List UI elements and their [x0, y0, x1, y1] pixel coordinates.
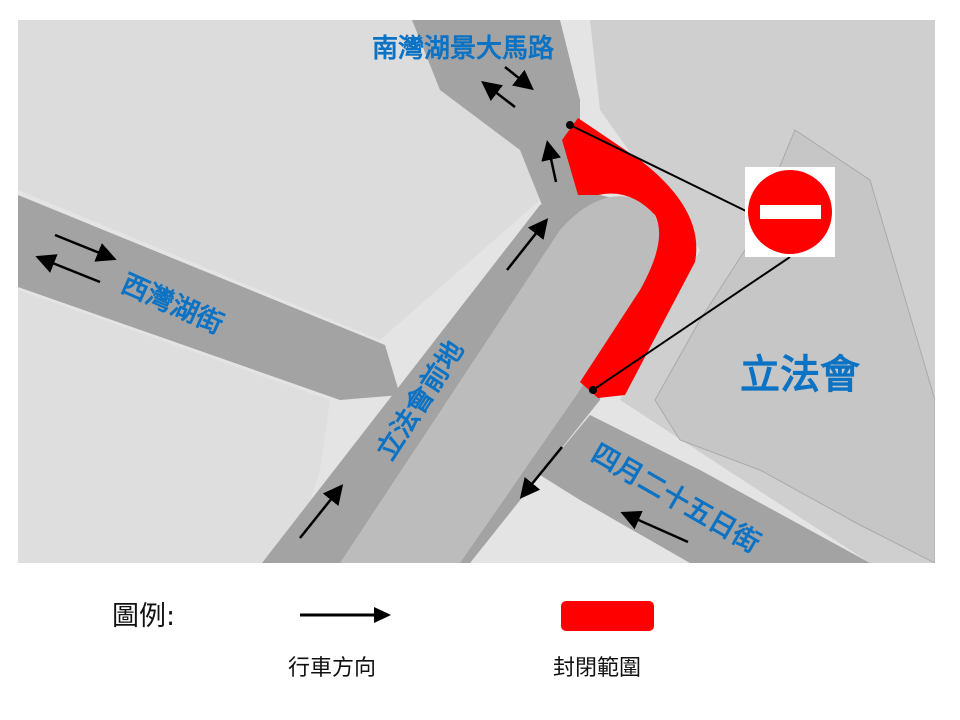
no-entry-sign-icon: [745, 167, 835, 257]
road-southeast: [540, 415, 870, 563]
arrow-icon: [54, 233, 117, 262]
city-block: [18, 290, 330, 563]
legend-closure-label: 封閉範圍: [553, 656, 642, 681]
legend-title: 圖例:: [112, 601, 176, 632]
direction-arrows: [35, 66, 689, 544]
callout-dot: [566, 121, 574, 129]
arrow-icon: [541, 140, 561, 183]
building-label: 立法會: [740, 352, 860, 398]
building-legco: [654, 129, 935, 563]
closure-area: [562, 118, 697, 398]
callout-line: [592, 256, 791, 391]
traffic-island: [340, 196, 660, 563]
arrow-icon: [35, 254, 101, 284]
callout-line: [569, 124, 749, 213]
callout-dot: [589, 386, 597, 394]
legend-arrow-icon: [300, 607, 391, 623]
city-block: [18, 20, 540, 340]
arrow-icon: [504, 66, 534, 91]
arrow-icon: [506, 218, 549, 271]
road-north: [412, 20, 580, 220]
legend-direction-label: 行車方向: [288, 656, 377, 681]
street-label-north: 南灣湖景大馬路: [372, 34, 555, 64]
arrow-icon: [519, 446, 563, 499]
map: [18, 20, 935, 563]
legend-closure-swatch: [561, 601, 654, 631]
arrow-icon: [299, 484, 344, 539]
arrow-icon: [620, 510, 689, 544]
arrow-icon: [481, 80, 516, 108]
